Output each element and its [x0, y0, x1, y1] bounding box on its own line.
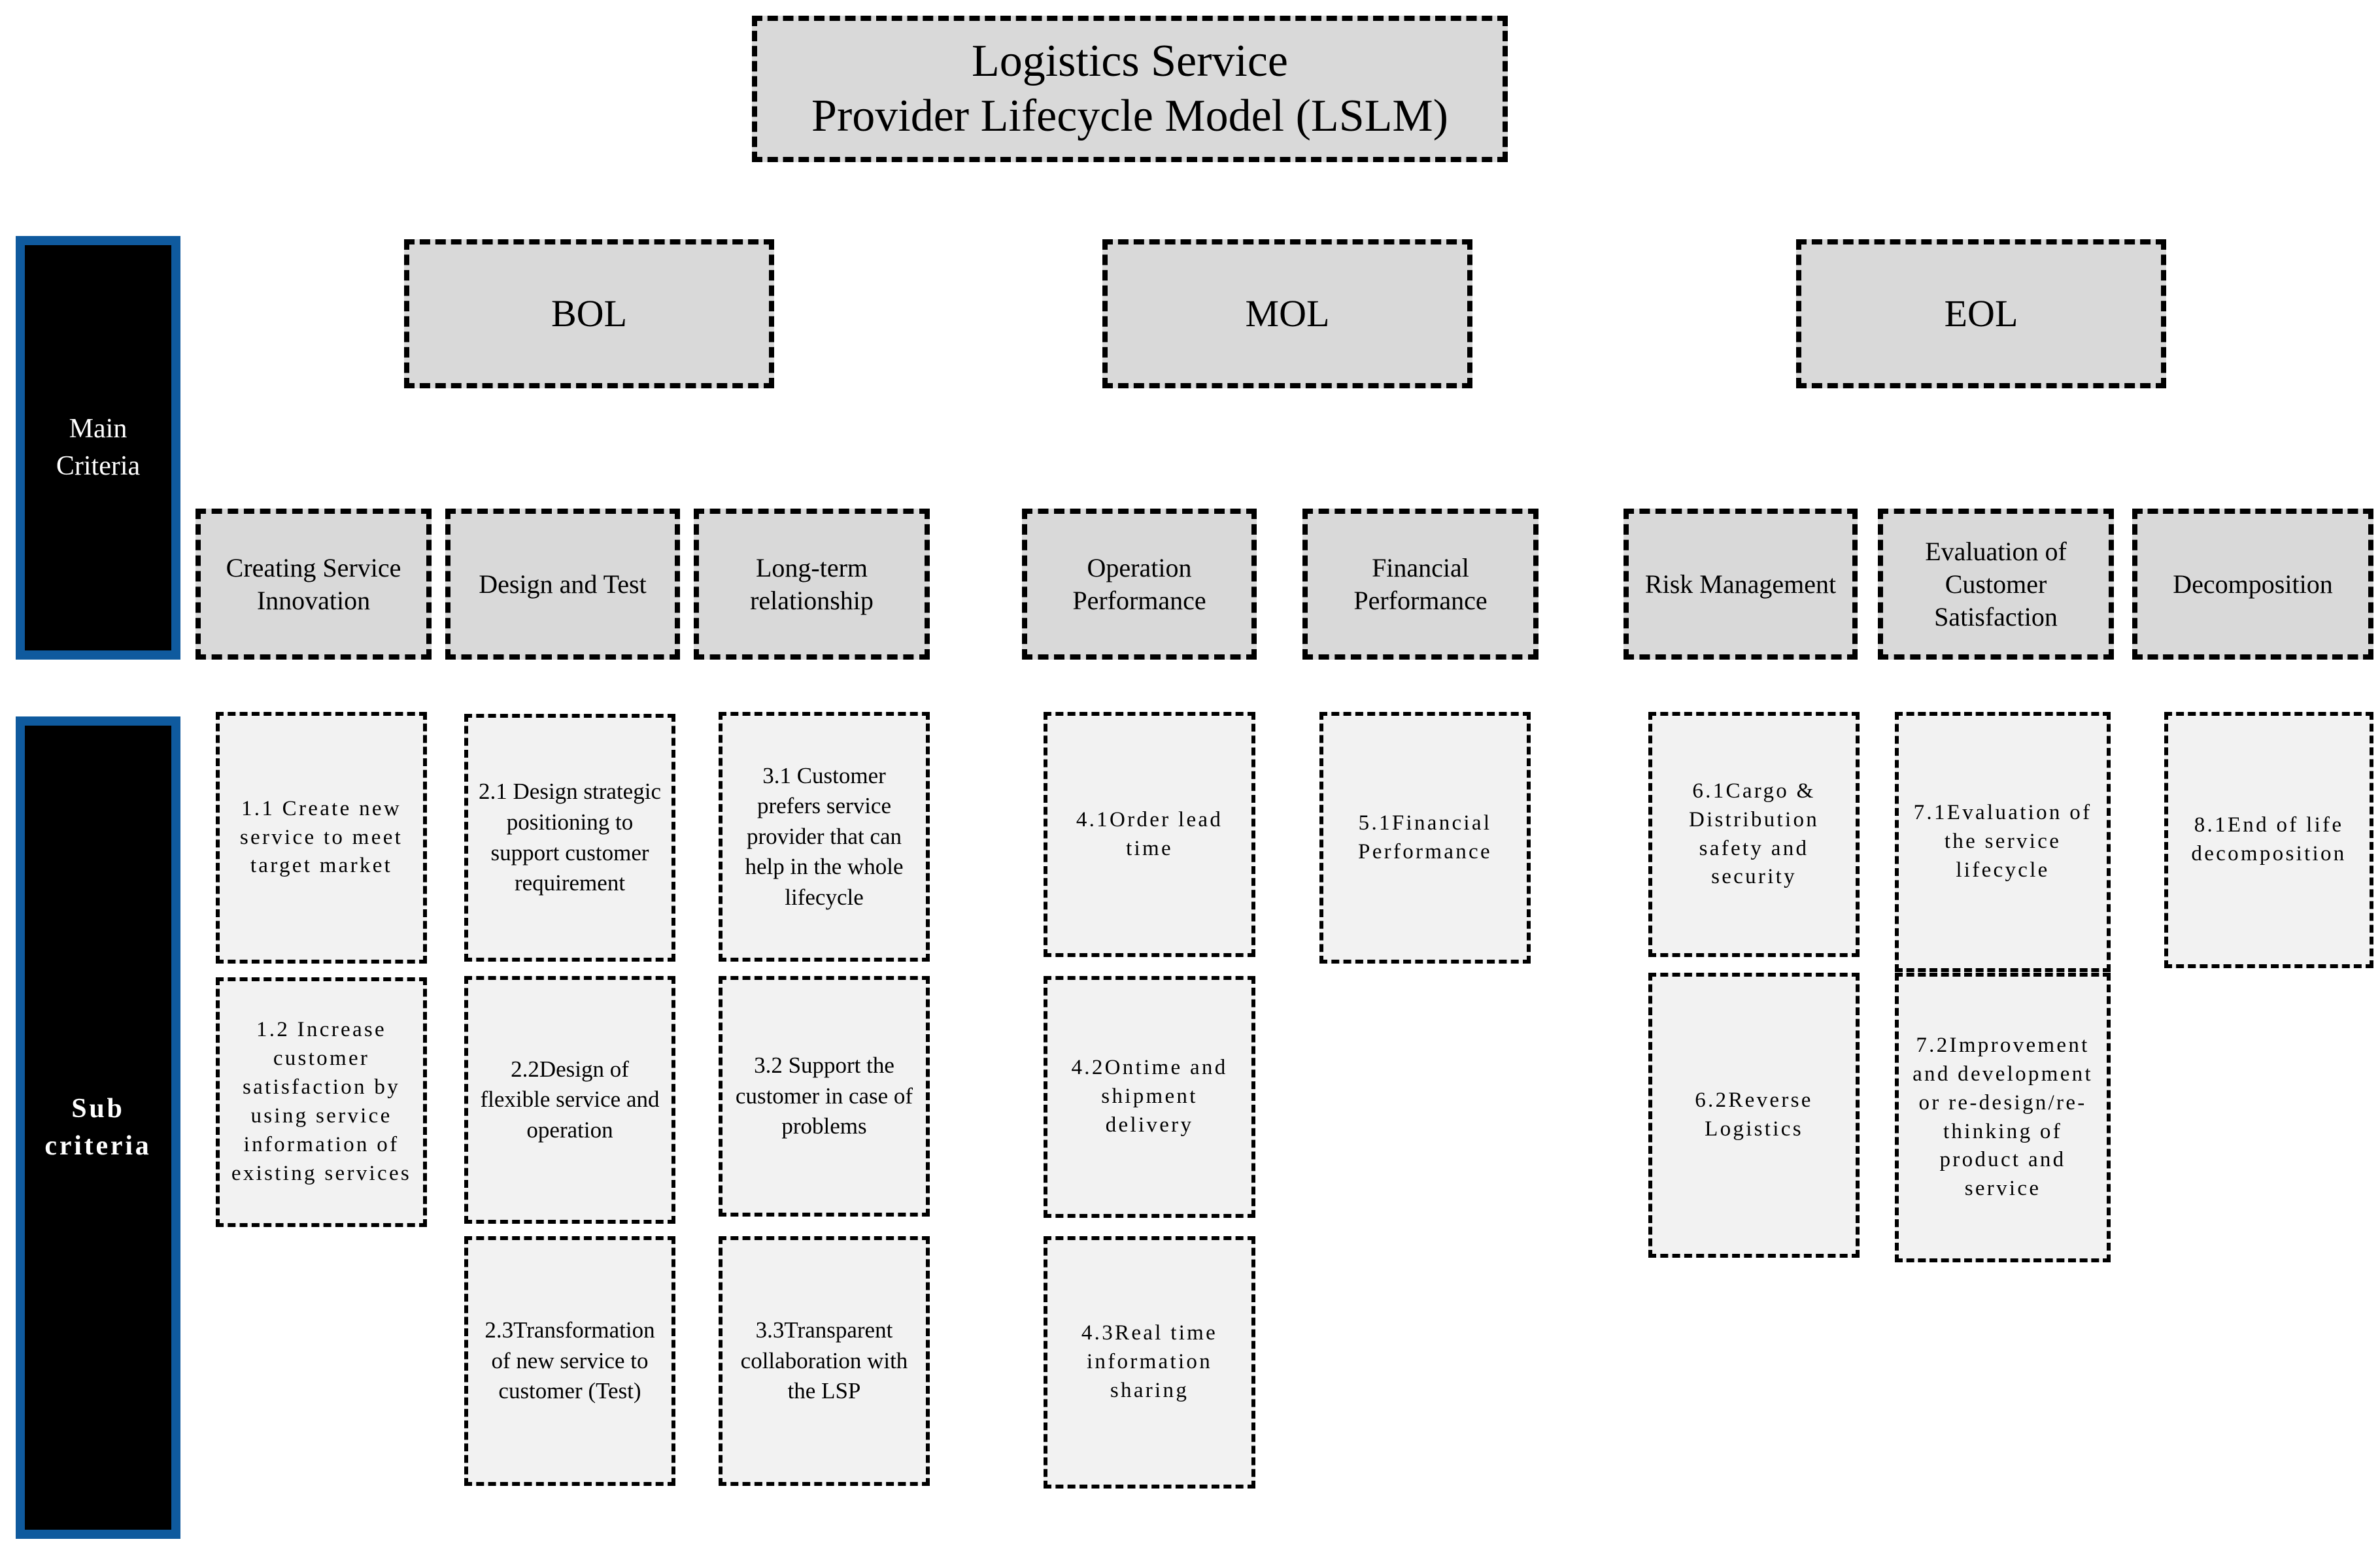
- subcriteria-box-4-1: 4.1Order lead time: [1044, 712, 1255, 957]
- subcriteria-box-4-2: 4.2Ontime and shipment delivery: [1044, 976, 1255, 1218]
- subcriteria-box-3-1: 3.1 Customer prefers service provider th…: [719, 712, 930, 962]
- subcriteria-box-2-1: 2.1 Design strategic positioning to supp…: [464, 714, 675, 962]
- subcriteria-box-6-2: 6.2Reverse Logistics: [1648, 973, 1860, 1258]
- criteria-box-risk-management: Risk Management: [1624, 509, 1858, 660]
- subcriteria-box-8-1: 8.1End of life decomposition: [2164, 712, 2373, 968]
- criteria-box-creating-service-innovation: Creating Service Innovation: [196, 509, 432, 660]
- phase-box-mol: MOL: [1102, 239, 1472, 388]
- criteria-box-design-and-test: Design and Test: [445, 509, 680, 660]
- subcriteria-box-2-2: 2.2Design of flexible service and operat…: [464, 976, 675, 1224]
- subcriteria-box-1-1: 1.1 Create new service to meet target ma…: [216, 712, 427, 964]
- subcriteria-box-7-2: 7.2Improvement and development or re-des…: [1895, 973, 2111, 1262]
- subcriteria-box-3-2: 3.2 Support the customer in case of prob…: [719, 976, 930, 1217]
- phase-box-bol: BOL: [404, 239, 774, 388]
- subcriteria-box-3-3: 3.3Transparent collaboration with the LS…: [719, 1236, 930, 1486]
- main-criteria-axis-box: Main Criteria: [16, 236, 180, 660]
- sub-criteria-axis-box: Sub criteria: [16, 716, 180, 1539]
- diagram-title-box: Logistics Service Provider Lifecycle Mod…: [752, 16, 1508, 162]
- subcriteria-box-4-3: 4.3Real time information sharing: [1044, 1236, 1255, 1489]
- criteria-box-operation-performance: Operation Performance: [1022, 509, 1257, 660]
- subcriteria-box-6-1: 6.1Cargo & Distribution safety and secur…: [1648, 712, 1860, 957]
- criteria-box-financial-performance: Financial Performance: [1302, 509, 1538, 660]
- phase-box-eol: EOL: [1796, 239, 2166, 388]
- subcriteria-box-7-1: 7.1Evaluation of the service lifecycle: [1895, 712, 2111, 972]
- subcriteria-box-2-3: 2.3Transformation of new service to cust…: [464, 1236, 675, 1486]
- subcriteria-box-5-1: 5.1Financial Performance: [1319, 712, 1531, 964]
- criteria-box-decomposition: Decomposition: [2132, 509, 2373, 660]
- criteria-box-long-term-relationship: Long-term relationship: [694, 509, 930, 660]
- subcriteria-box-1-2: 1.2 Increase customer satisfaction by us…: [216, 977, 427, 1227]
- criteria-box-evaluation-of-customer-satisfaction: Evaluation of Customer Satisfaction: [1878, 509, 2114, 660]
